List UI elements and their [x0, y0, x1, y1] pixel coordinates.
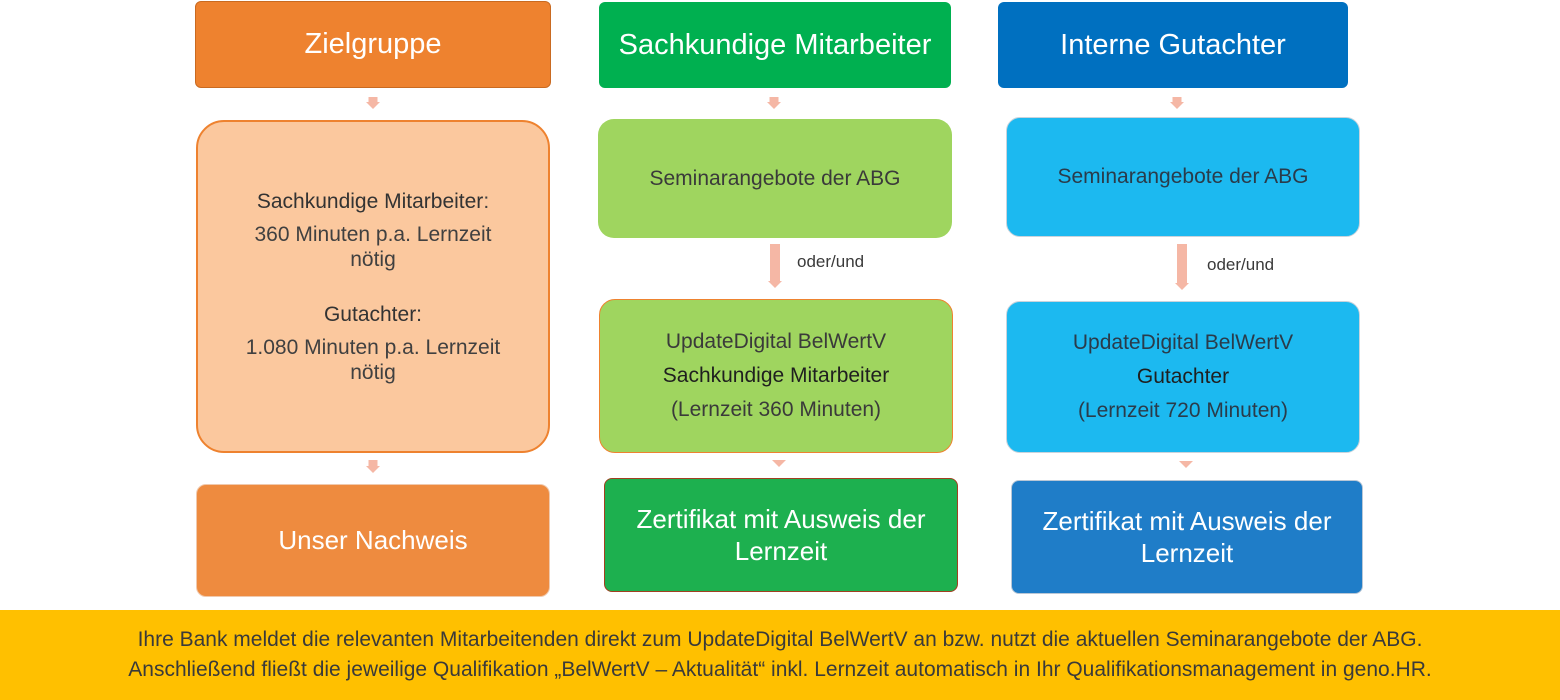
arrow-middle-3: [771, 460, 787, 470]
output-right-line2: Lernzeit: [1140, 538, 1234, 568]
seminar-middle-label: Seminarangebote der ABG: [649, 166, 901, 190]
arrow-middle-2: [767, 244, 783, 292]
group1-title: Sachkundige Mitarbeiter: [256, 189, 484, 213]
arrow-left-1: [365, 97, 381, 109]
output-left-label: Unser Nachweis: [278, 525, 468, 555]
connector-middle: oder/und: [797, 252, 865, 271]
arrow-right-1: [1169, 97, 1185, 109]
output-right-line1: Zertifikat mit Ausweis der: [1042, 506, 1332, 536]
seminar-box-middle: Seminarangebote der ABG: [598, 119, 952, 238]
digital-middle-line3: (Lernzeit 360 Minuten): [670, 398, 882, 421]
banner-line1: Ihre Bank meldet die relevanten Mitarbei…: [137, 628, 1423, 651]
header-sachkundige-mitarbeiter: Sachkundige Mitarbeiter: [599, 2, 951, 88]
group1-line2: nötig: [350, 247, 396, 271]
banner-line2: Anschließend fließt die jeweilige Qualif…: [128, 658, 1432, 681]
connector-right: oder/und: [1207, 255, 1275, 274]
header-gutachter-label: Interne Gutachter: [1060, 28, 1286, 61]
group2-title: Gutachter:: [323, 302, 423, 326]
output-middle-line2: Lernzeit: [734, 536, 828, 566]
digital-right-line2: Gutachter: [1136, 365, 1230, 388]
output-middle-line1: Zertifikat mit Ausweis der: [636, 504, 926, 534]
output-zertifikat-middle: Zertifikat mit Ausweis der Lernzeit: [604, 478, 958, 592]
arrow-left-2: [365, 460, 381, 474]
header-interne-gutachter: Interne Gutachter: [998, 2, 1348, 88]
output-unser-nachweis: Unser Nachweis: [196, 484, 550, 597]
digital-middle-line1: UpdateDigital BelWertV: [665, 330, 887, 353]
group2-line2: nötig: [350, 360, 396, 384]
group2-line1: 1.080 Minuten p.a. Lernzeit: [245, 335, 501, 359]
requirements-card: Sachkundige Mitarbeiter: 360 Minuten p.a…: [196, 120, 550, 453]
arrow-middle-1: [766, 97, 782, 109]
arrow-right-2: [1174, 244, 1190, 294]
digital-middle-line2: Sachkundige Mitarbeiter: [662, 364, 890, 387]
arrow-right-3: [1178, 461, 1194, 471]
digital-right-line1: UpdateDigital BelWertV: [1072, 331, 1294, 354]
header-zielgruppe-label: Zielgruppe: [304, 28, 442, 60]
info-banner: Ihre Bank meldet die relevanten Mitarbei…: [0, 610, 1560, 700]
seminar-box-right: Seminarangebote der ABG: [1006, 117, 1360, 237]
digital-box-right: UpdateDigital BelWertV Gutachter (Lernze…: [1006, 301, 1360, 453]
header-zielgruppe: Zielgruppe: [195, 1, 551, 88]
group1-colon: :: [483, 189, 490, 213]
seminar-right-label: Seminarangebote der ABG: [1057, 165, 1309, 188]
output-zertifikat-right: Zertifikat mit Ausweis der Lernzeit: [1011, 480, 1363, 594]
group1-line1: 360 Minuten p.a. Lernzeit: [254, 222, 492, 246]
digital-box-middle: UpdateDigital BelWertV Sachkundige Mitar…: [599, 299, 953, 453]
header-sachkundige-label: Sachkundige Mitarbeiter: [618, 28, 932, 61]
digital-right-line3: (Lernzeit 720 Minuten): [1077, 399, 1289, 422]
